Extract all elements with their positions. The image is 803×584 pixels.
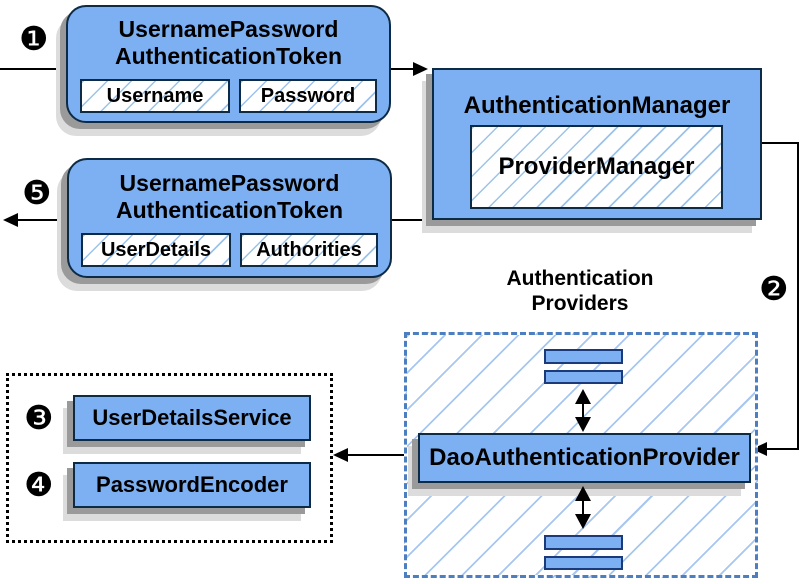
user-details-service-box: UserDetailsService — [73, 395, 311, 441]
step-4-badge: ❹ — [24, 465, 54, 504]
dao-top-arrowhead-down-icon — [575, 417, 591, 432]
provider-placeholder-bar-top-2 — [544, 370, 623, 384]
token-response-title-line1: UsernamePassword — [119, 170, 340, 196]
authentication-manager-box: AuthenticationManager ProviderManager — [432, 68, 762, 220]
dao-top-double-arrow — [575, 389, 591, 432]
dao-to-services-arrowhead-icon — [333, 448, 348, 462]
token-request-fields: Username Password — [68, 79, 389, 113]
userdetails-field-box: UserDetails — [81, 233, 231, 267]
dao-collaborators-container — [6, 373, 333, 543]
authentication-providers-label-line1: Authentication — [506, 267, 654, 290]
token-response-title-line2: AuthenticationToken — [115, 197, 343, 223]
provider-placeholder-bar-top-1 — [544, 349, 623, 364]
token-response-fields: UserDetails Authorities — [69, 233, 390, 267]
provider-manager-box: ProviderManager — [470, 125, 723, 209]
dao-authentication-provider-box: DaoAuthenticationProvider — [418, 433, 751, 483]
step-2-badge: ❷ — [759, 269, 789, 308]
authorities-field-box: Authorities — [240, 233, 378, 267]
provider-placeholder-bar-bottom-2 — [544, 556, 623, 570]
step-3-badge: ❸ — [24, 398, 54, 437]
dao-bottom-double-arrow — [575, 486, 591, 529]
step2-path-vertical-segment — [797, 142, 799, 450]
dao-to-services-arrow-line — [340, 454, 418, 456]
step-5-badge: ❺ — [22, 173, 52, 212]
token-request-box: UsernamePassword AuthenticationToken Use… — [66, 5, 391, 123]
dao-top-arrowhead-up-icon — [575, 389, 591, 404]
step2-path-top-segment — [762, 142, 799, 144]
authentication-providers-label: Authentication Providers — [440, 266, 720, 316]
dao-top-double-arrow-line — [582, 395, 584, 426]
token-request-title-line2: AuthenticationToken — [114, 43, 342, 69]
step5-arrowhead-left-icon — [3, 213, 18, 227]
authentication-manager-title: AuthenticationManager — [463, 92, 731, 119]
token-response-box: UsernamePassword AuthenticationToken Use… — [67, 158, 392, 278]
password-field-box: Password — [239, 79, 377, 113]
step-1-badge: ❶ — [19, 19, 49, 58]
authentication-providers-label-line2: Providers — [531, 292, 629, 315]
dao-bottom-arrowhead-up-icon — [575, 486, 591, 501]
step2-path-bottom-segment — [764, 448, 799, 450]
token-request-title-line1: UsernamePassword — [118, 16, 339, 42]
dao-bottom-double-arrow-line — [582, 492, 584, 523]
password-encoder-box: PasswordEncoder — [73, 462, 311, 508]
username-field-box: Username — [80, 79, 230, 113]
dao-bottom-arrowhead-down-icon — [575, 514, 591, 529]
step1-arrowhead-right-icon — [413, 62, 428, 76]
provider-placeholder-bar-bottom-1 — [544, 535, 623, 550]
